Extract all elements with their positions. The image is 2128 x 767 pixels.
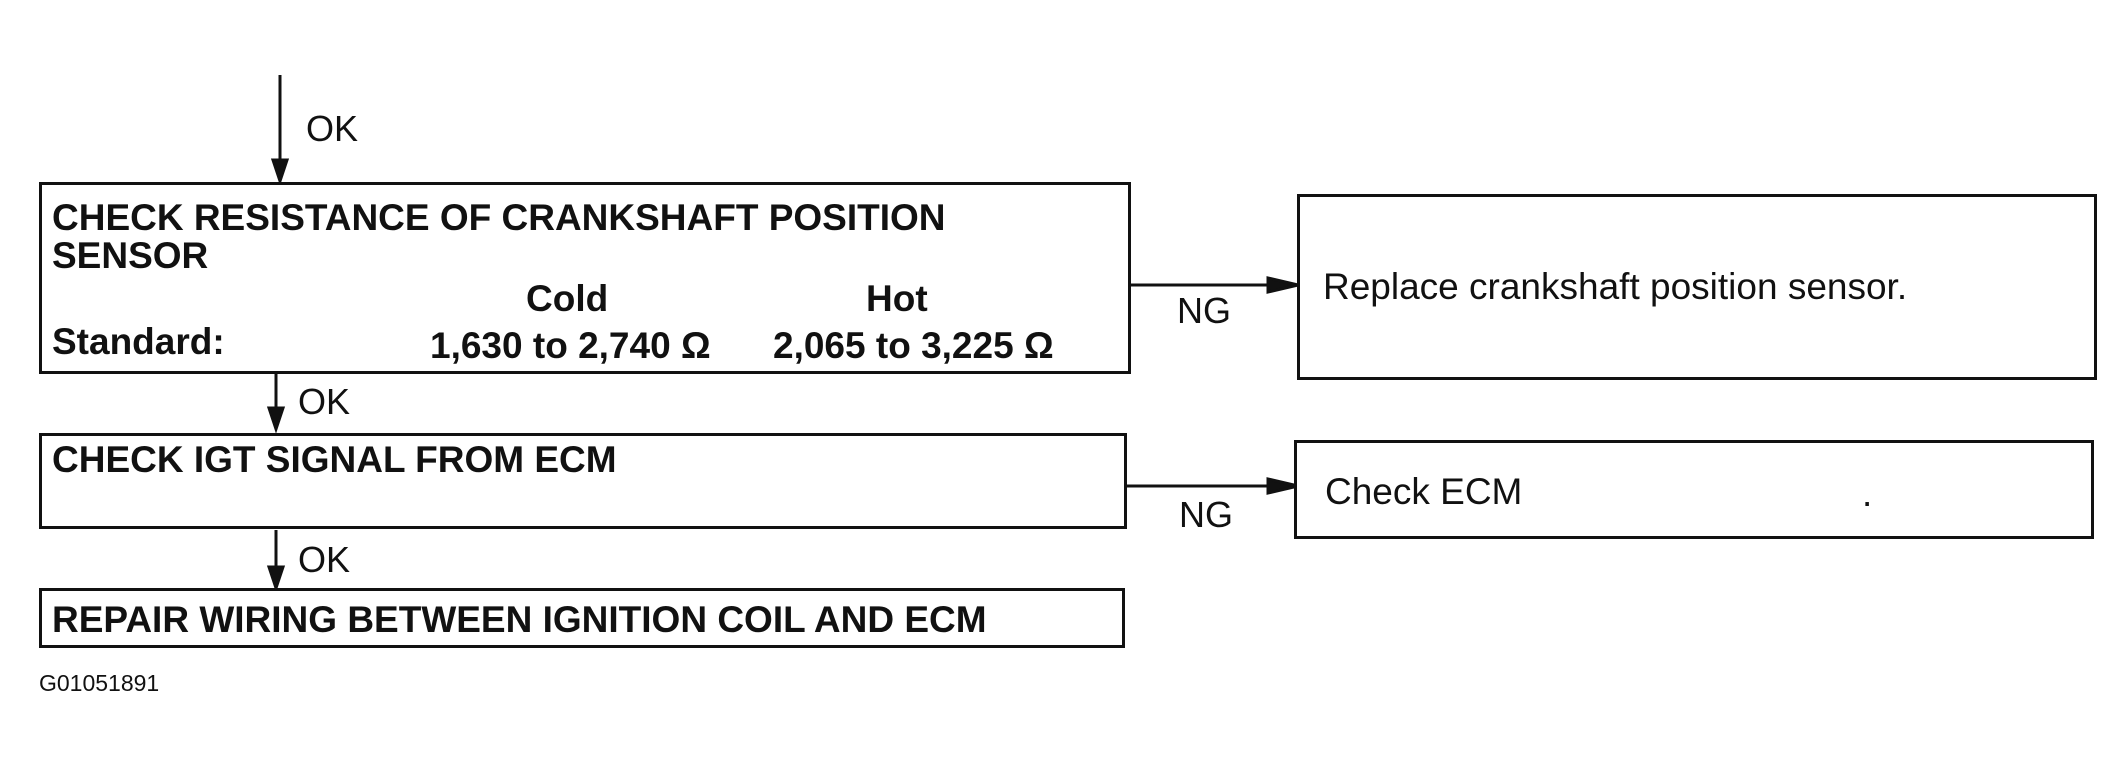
- figure-code: G01051891: [39, 670, 160, 696]
- entry-arrow-head: [270, 158, 290, 186]
- step-2-ng-result-box: [1294, 440, 2094, 539]
- step-2-title: CHECK IGT SIGNAL FROM ECM: [52, 439, 617, 480]
- step-1-ng-result-text: Replace crankshaft position sensor.: [1323, 266, 1908, 307]
- hot-header: Hot: [866, 278, 928, 319]
- step-1-title-line-2: SENSOR: [52, 235, 209, 276]
- step-3-title: REPAIR WIRING BETWEEN IGNITION COIL AND …: [52, 599, 987, 640]
- step-1-title-line-1: CHECK RESISTANCE OF CRANKSHAFT POSITION: [52, 197, 946, 238]
- step-1-ng-result-box: [1297, 194, 2097, 380]
- step-2-ng-label: NG: [1179, 494, 1233, 535]
- step-2-ng-arrow-head: [1266, 477, 1299, 495]
- step-1-ng-arrow-head: [1266, 276, 1299, 294]
- step-2-check-box: [39, 433, 1127, 529]
- step-1-ok-label: OK: [298, 381, 351, 422]
- step-2-ng-result-text: Check ECM: [1325, 471, 1523, 512]
- cold-header: Cold: [526, 278, 609, 319]
- hot-resistance-value: 2,065 to 3,225 Ω: [773, 325, 1054, 366]
- step-1-ok-arrow-head: [266, 406, 286, 434]
- step-2-ok-arrow-head: [266, 565, 286, 593]
- entry-ok-label: OK: [306, 108, 359, 149]
- step-1-check-box: [39, 182, 1131, 374]
- standard-label: Standard:: [52, 321, 225, 362]
- step-1-ng-label: NG: [1177, 290, 1231, 331]
- step-2-ng-result-mark: .: [1862, 473, 1873, 514]
- step-2-ok-label: OK: [298, 539, 351, 580]
- cold-resistance-value: 1,630 to 2,740 Ω: [430, 325, 711, 366]
- step-3-repair-box: [39, 588, 1125, 648]
